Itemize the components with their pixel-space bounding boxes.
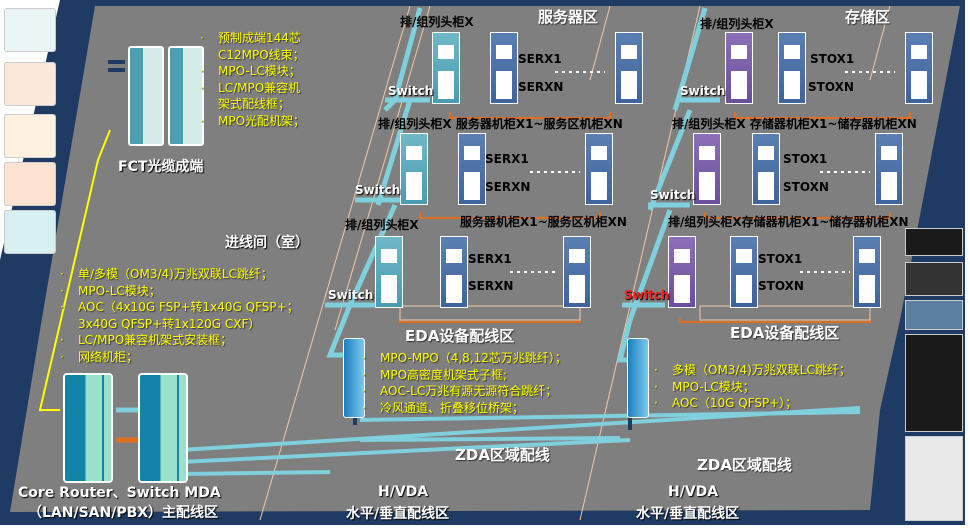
switch-label: Switch <box>355 183 401 197</box>
storage-rack-last <box>853 236 881 308</box>
bullet: 预制成端144芯 <box>198 30 305 47</box>
odf-rack-image <box>905 436 963 521</box>
patch-panel-image <box>905 228 963 256</box>
switch-label: Switch <box>680 84 726 98</box>
row-label: 服务器机柜X1~服务区机柜XN <box>460 215 627 229</box>
entrance-room-label: 进线间（室） <box>225 235 309 251</box>
cable-tray-image <box>905 300 963 330</box>
server-rack-last <box>585 133 613 205</box>
mpo-cassette-image <box>905 262 963 296</box>
patch-cord-image <box>4 62 56 106</box>
server-rack-first <box>490 32 518 104</box>
server-rack-first <box>458 133 486 205</box>
hda-left-bullets: MPO-MPO（4,8,12芯万兆跳纤）； MPO高密度机架式子框; AOC-L… <box>360 350 567 416</box>
bullet: MPO光配机架； <box>198 113 305 130</box>
server-rack-last <box>615 32 643 104</box>
switch-label: Switch <box>328 288 374 302</box>
stoxn-label: STOXN <box>808 80 854 94</box>
stox1-label: STOX1 <box>783 152 828 166</box>
switch-label: Switch <box>388 84 434 98</box>
hda-rack-icon <box>627 338 649 418</box>
storage-rack-first <box>730 236 758 308</box>
switch-label: Switch <box>650 188 696 202</box>
bullet: MPO-MPO（4,8,12芯万兆跳纤）； <box>360 350 567 367</box>
stox1-label: STOX1 <box>758 252 803 266</box>
bullet: MPO-LC模块； <box>198 63 305 80</box>
core-switch-icon <box>138 373 188 483</box>
head-cabinet-rack <box>693 133 721 205</box>
storage-zone-title: 存储区 <box>845 8 891 26</box>
head-cabinet-label: 排/组列头柜X <box>400 15 474 29</box>
head-cabinet-label: 排/组列头柜X <box>700 17 774 31</box>
head-cabinet-rack <box>375 236 403 308</box>
stoxn-label: STOXN <box>758 279 804 293</box>
zda-label: ZDA区域配线 <box>697 456 792 474</box>
head-cabinet-rack <box>725 32 753 104</box>
bullet: AOC-LC万兆有源无源符合跳纤； <box>360 383 567 400</box>
serxn-label: SERXN <box>485 180 531 194</box>
bullet: MPO高密度机架式子框; <box>360 367 567 384</box>
serx1-label: SERX1 <box>518 52 562 66</box>
bullet-text: 3x40G QFSP+转1x120G CXF） <box>78 316 261 331</box>
hvda-sublabel: 水平/垂直配线区 <box>636 506 740 522</box>
bullet: 网络机柜； <box>58 349 299 366</box>
mpo-trunk-image <box>4 210 56 254</box>
serx1-label: SERX1 <box>485 152 529 166</box>
bullet-cont: 架式配线框； <box>198 96 305 113</box>
serx1-label: SERX1 <box>468 252 512 266</box>
fiber-cable-image <box>4 8 56 52</box>
bullet: AOC（4x10G FSP+转1x40G QFSP+； <box>58 299 299 316</box>
lc-patch-cord-image <box>4 114 56 158</box>
bullet: 多模（OM3/4)万兆双联LC跳纤； <box>652 362 851 379</box>
core-router-icon <box>63 373 113 483</box>
storage-rack-first <box>778 32 806 104</box>
row-label: 排/组列头柜X存储器机柜X1~储存器机柜XN <box>668 215 909 229</box>
head-cabinet-label: 排/组列头柜X <box>345 218 419 232</box>
bullet: MPO-LC模块； <box>58 283 299 300</box>
storage-rack-first <box>752 133 780 205</box>
eda-label: EDA设备配线区 <box>730 324 840 342</box>
storage-rack-last <box>875 133 903 205</box>
head-cabinet-rack <box>432 32 460 104</box>
server-rack-last <box>563 236 591 308</box>
bullet-cont: C12MPO线束； <box>198 47 305 64</box>
bullet: AOC（10G QFSP+）； <box>652 395 851 412</box>
storage-rack-last <box>905 32 933 104</box>
switch-label-highlighted: Switch <box>624 288 670 302</box>
stoxn-label: STOXN <box>783 180 829 194</box>
bullet: LC/MPO兼容机 <box>198 80 305 97</box>
bullet: LC/MPO兼容机架式安装框； <box>58 332 299 349</box>
bullet: MPO-LC模块； <box>652 379 851 396</box>
bullet: 冷风通道、折叠移位桥架； <box>360 400 567 417</box>
bullet-text: 架式配线框； <box>218 97 291 111</box>
fct-rack-icon <box>128 46 164 146</box>
fct-label: FCT光缆成端 <box>118 159 204 175</box>
zda-label: ZDA区域配线 <box>455 446 550 464</box>
eda-label: EDA设备配线区 <box>405 327 515 345</box>
stox1-label: STOX1 <box>810 52 855 66</box>
head-cabinet-rack <box>668 236 696 308</box>
hvda-label: H/VDA <box>378 484 429 500</box>
serxn-label: SERXN <box>468 279 514 293</box>
mda-label-line2: （LAN/SAN/PBX）主配线区 <box>28 505 219 521</box>
bullet: 单/多模（OM3/4)万兆双联LC跳纤； <box>58 266 299 283</box>
head-cabinet-rack <box>400 133 428 205</box>
fct-bullets: 预制成端144芯 C12MPO线束； MPO-LC模块； LC/MPO兼容机 架… <box>198 30 305 129</box>
bullet-text: C12MPO线束； <box>218 47 305 62</box>
bullet-cont: 3x40G QFSP+转1x120G CXF） <box>58 316 299 333</box>
row-label: 排/组列头柜X 服务器机柜X1~服务区机柜XN <box>378 117 623 131</box>
server-zone-title: 服务器区 <box>538 8 599 26</box>
hvda-sublabel: 水平/垂直配线区 <box>346 506 450 522</box>
network-cabinet-image <box>905 334 963 432</box>
hda-right-bullets: 多模（OM3/4)万兆双联LC跳纤； MPO-LC模块； AOC（10G QFS… <box>652 362 851 412</box>
serxn-label: SERXN <box>518 80 564 94</box>
row-label: 排/组列头柜X 存储器机柜X1~储存器机柜XN <box>672 117 917 131</box>
mda-bullets: 单/多模（OM3/4)万兆双联LC跳纤； MPO-LC模块； AOC（4x10G… <box>58 266 299 365</box>
mda-label-line1: Core Router、Switch MDA <box>18 485 221 501</box>
hvda-label: H/VDA <box>668 484 719 500</box>
server-rack-first <box>440 236 468 308</box>
aoc-cable-image <box>4 162 56 206</box>
